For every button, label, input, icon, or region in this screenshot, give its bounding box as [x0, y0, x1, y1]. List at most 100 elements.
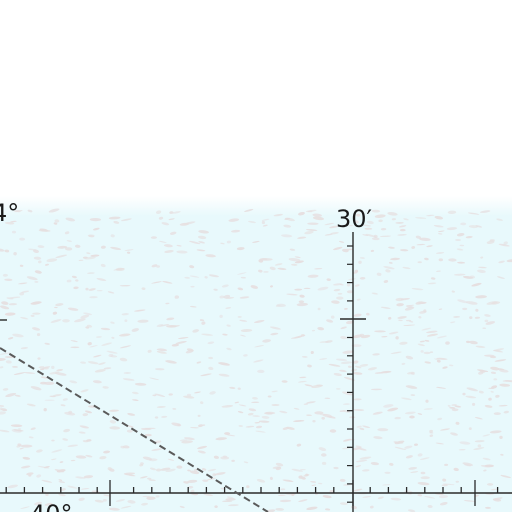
sea-speckle	[484, 404, 493, 408]
sea-speckle	[484, 314, 491, 317]
sea-speckle	[78, 497, 85, 501]
sea-speckle	[90, 254, 100, 257]
sea-speckle	[492, 348, 505, 352]
sea-speckle	[259, 257, 268, 261]
sea-speckle	[113, 268, 125, 271]
sea-speckle	[119, 357, 128, 362]
sea-speckle	[64, 247, 73, 251]
latitude-degree-label: 40°	[30, 500, 73, 512]
sea-speckle	[374, 214, 386, 218]
sea-speckle	[4, 249, 10, 253]
sea-speckle	[366, 312, 370, 316]
sea-speckle	[192, 329, 200, 333]
sea-speckle	[359, 363, 369, 367]
sea-speckle	[10, 424, 23, 428]
sea-speckle	[459, 441, 471, 445]
sea-speckle	[174, 295, 179, 299]
sea-speckle	[11, 230, 17, 234]
sea-speckle	[419, 340, 425, 343]
sea-speckle	[436, 252, 445, 254]
sea-speckle	[426, 330, 438, 334]
sea-speckle	[298, 211, 305, 216]
sea-speckle	[296, 302, 308, 307]
sea-speckle	[0, 214, 5, 217]
sea-speckle	[10, 220, 17, 223]
sea-speckle	[62, 438, 69, 441]
sea-speckle	[435, 386, 447, 389]
sea-speckle	[435, 442, 444, 445]
sea-speckle	[328, 363, 341, 367]
sea-speckle	[297, 380, 307, 383]
sea-speckle	[68, 410, 73, 415]
sea-speckle	[499, 383, 511, 387]
sea-speckle	[1, 301, 9, 305]
sea-speckle	[55, 254, 68, 258]
sea-speckle	[370, 462, 380, 466]
sea-speckle	[218, 362, 230, 366]
sea-speckle	[379, 235, 392, 238]
sea-speckle	[491, 385, 498, 389]
sea-speckle	[258, 420, 270, 423]
sea-speckle	[155, 495, 160, 498]
sea-speckle	[420, 471, 426, 475]
sea-speckle	[417, 481, 430, 486]
sea-speckle	[106, 350, 118, 354]
sea-speckle	[307, 222, 319, 225]
sea-speckle	[213, 288, 218, 291]
sea-speckle	[475, 308, 479, 312]
sea-speckle	[288, 257, 301, 262]
sea-speckle	[307, 274, 319, 278]
sea-speckle	[429, 351, 434, 353]
sea-speckle	[362, 234, 369, 237]
sea-speckle	[73, 286, 79, 290]
sea-speckle	[50, 319, 62, 323]
sea-speckle	[322, 495, 332, 499]
sea-speckle	[420, 457, 430, 460]
sea-speckle	[252, 240, 260, 243]
sea-speckle	[197, 414, 201, 417]
sea-speckle	[120, 218, 132, 222]
sea-speckle	[196, 361, 202, 364]
sea-speckle	[229, 386, 236, 389]
sea-speckle	[396, 303, 404, 307]
meridian-minor-ticks	[347, 245, 353, 503]
sea-speckle	[56, 369, 64, 372]
sea-speckle	[198, 230, 209, 234]
sea-speckle	[87, 272, 95, 274]
sea-speckle	[395, 297, 405, 302]
sea-speckle	[7, 484, 19, 489]
sea-speckle	[197, 445, 208, 450]
sea-speckle	[82, 413, 89, 417]
sea-speckle	[448, 258, 457, 262]
sea-speckle	[438, 233, 443, 235]
sea-speckle	[156, 265, 160, 268]
sea-speckle	[283, 224, 292, 228]
sea-speckle	[411, 246, 416, 249]
sea-speckle	[220, 242, 225, 245]
sea-speckle	[446, 227, 458, 231]
sea-speckle	[43, 465, 50, 469]
sea-speckle	[244, 209, 254, 212]
sea-speckle	[206, 477, 217, 481]
sea-speckle	[156, 324, 164, 327]
sea-speckle	[352, 447, 361, 451]
sea-speckle	[228, 218, 240, 222]
sea-speckle	[342, 350, 354, 354]
sea-speckle	[453, 467, 459, 472]
sea-speckle	[482, 327, 487, 329]
sea-speckle	[498, 404, 508, 407]
sea-speckle	[187, 469, 191, 472]
sea-speckle	[317, 286, 329, 291]
sea-speckle	[373, 234, 378, 239]
sea-speckle	[419, 237, 431, 241]
sea-speckle	[149, 467, 157, 471]
sea-speckle	[496, 218, 503, 221]
sea-speckle	[475, 225, 483, 228]
sea-speckle	[401, 362, 406, 365]
sea-speckle	[119, 284, 131, 287]
sea-speckle	[299, 294, 305, 298]
sea-speckle	[348, 278, 356, 281]
sea-speckle	[14, 210, 23, 213]
